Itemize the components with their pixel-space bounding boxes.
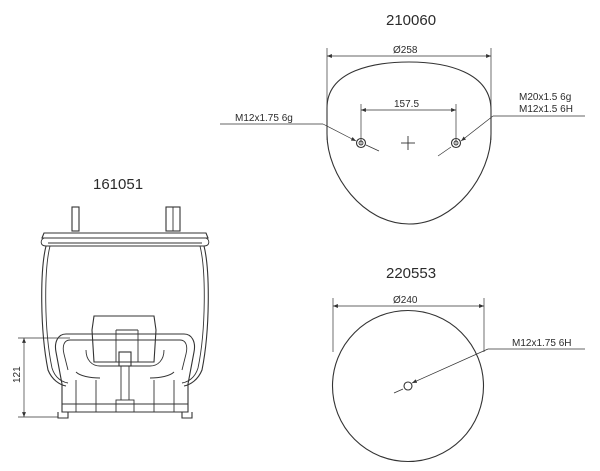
left-stud: [355, 137, 367, 149]
part-number-161051: 161051: [93, 176, 143, 193]
plate-outline-220553: [331, 309, 485, 463]
plate-outline-210060: [326, 61, 492, 225]
diameter-label-220553: Ø240: [393, 295, 418, 306]
center-stud: [118, 351, 132, 367]
right-thread-label-2: M12x1.5 6H: [519, 104, 573, 115]
air-spring-161051: 161051: [12, 176, 210, 419]
piston-cap: [91, 315, 157, 363]
top-plate-210060: 210060 Ø258 157.5 M12x1.75 6g M20x1.5 6g…: [220, 12, 585, 225]
right-thread-label-1: M20x1.5 6g: [519, 92, 571, 103]
bottom-plate-220553: 220553 Ø240 M12x1.75 6H: [331, 265, 585, 463]
bolt-spacing-label: 157.5: [394, 99, 419, 110]
thread-label-220553: M12x1.75 6H: [512, 338, 571, 349]
right-stud: [450, 137, 462, 149]
bellows-right: [183, 245, 209, 387]
center-stud-hole: [403, 381, 413, 391]
part-number-210060: 210060: [386, 12, 436, 29]
bellows-left: [41, 245, 67, 387]
diameter-label-210060: Ø258: [393, 45, 418, 56]
part-number-220553: 220553: [386, 265, 436, 282]
top-stud-left: [71, 206, 80, 232]
left-thread-label: M12x1.75 6g: [235, 113, 293, 124]
height-label: 121: [12, 366, 23, 383]
